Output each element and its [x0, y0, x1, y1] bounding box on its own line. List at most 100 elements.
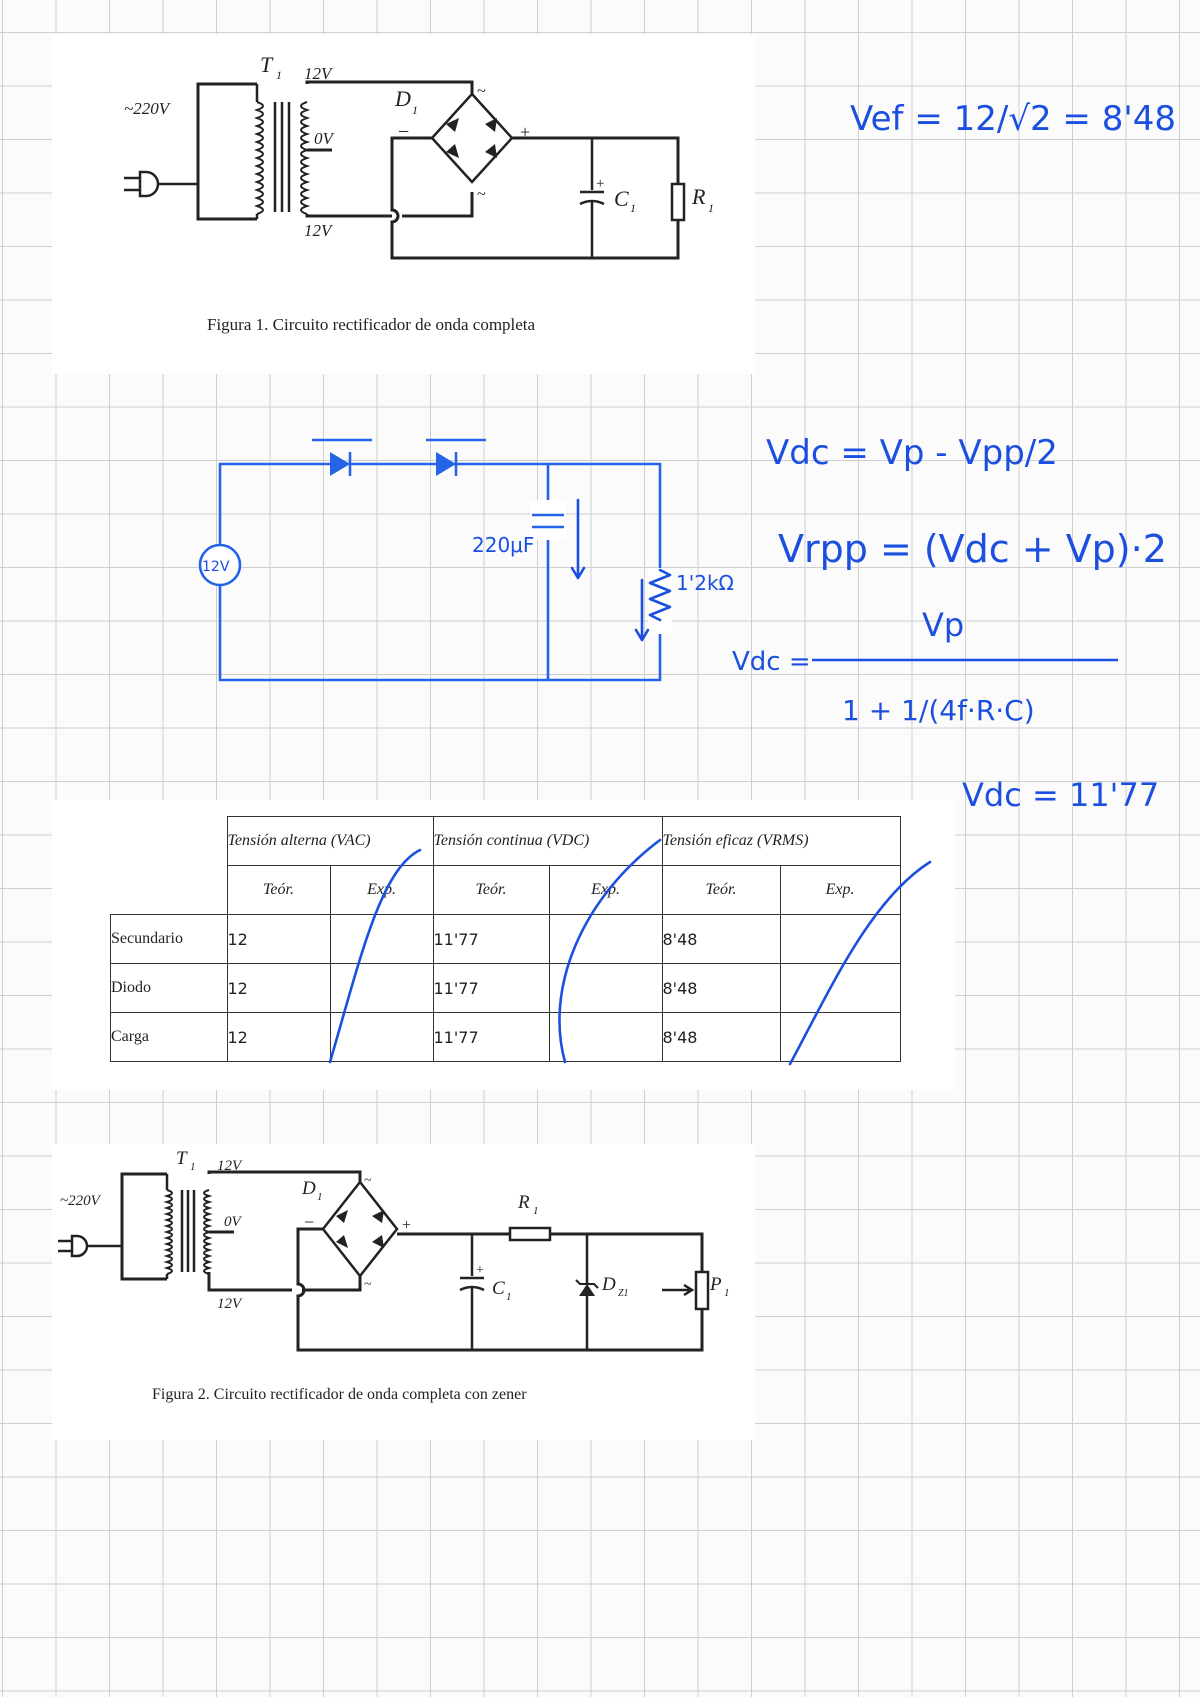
table-header-row: Tensión alterna (VAC) Tensión continua (… — [111, 816, 901, 866]
cell-ac-teor: 12 — [226, 1012, 331, 1062]
sec-bot-label: 12V — [304, 221, 334, 240]
row-label: Diodo — [110, 963, 228, 1013]
res-label-2: R — [517, 1192, 530, 1213]
transformer-sub-2: 1 — [190, 1161, 196, 1173]
cell-dc-teor: 11'77 — [432, 963, 550, 1013]
subheader-dc-exp: Exp. — [548, 865, 663, 915]
ac-in-top-label-2: ~ — [364, 1173, 372, 1188]
figure-2-panel: ~220V T 1 12V 0V 12V D 1 ~ ~ + − R 1 — [52, 1144, 755, 1440]
figure-1-panel: ~220V T 1 12V 0V 12V D 1 ~ ~ + − — [52, 34, 755, 374]
subheader-ac-teor: Teór. — [226, 865, 331, 915]
table-row: Carga 12 11'77 8'48 — [110, 1012, 901, 1062]
sec-bot-label-2: 12V — [217, 1296, 243, 1312]
subheader-ac-exp: Exp. — [329, 865, 434, 915]
row-label: Secundario — [110, 914, 228, 964]
ac-in-bot-label-2: ~ — [364, 1277, 372, 1292]
plus-label: + — [520, 122, 530, 142]
cell-ac-teor: 12 — [226, 963, 331, 1013]
resistor-r1 — [670, 182, 686, 222]
sketch-circuit — [198, 438, 672, 682]
cell-dc-exp — [548, 1012, 663, 1062]
sketch-res-label: 1'2kΩ — [676, 571, 734, 595]
note-vdc-numerator: Vp — [922, 606, 964, 644]
header-ac: Tensión alterna (VAC) — [226, 816, 434, 866]
note-vdc-denominator: 1 + 1/(4f·R·C) — [842, 694, 1035, 727]
cell-rms-teor: 8'48 — [661, 914, 781, 964]
bridge-rectifier — [430, 92, 514, 184]
svg-text:+: + — [476, 1263, 484, 1278]
zener-label: D — [601, 1274, 616, 1295]
cell-rms-teor: 8'48 — [661, 1012, 781, 1062]
diode-sub: 1 — [412, 103, 418, 117]
cell-rms-exp — [779, 963, 901, 1013]
plus-label-2: + — [402, 1217, 411, 1234]
pot-label: P — [709, 1274, 722, 1295]
resistor-r1 — [508, 1226, 552, 1242]
transformer — [253, 84, 311, 219]
diode-label-2: D — [301, 1178, 316, 1199]
potentiometer-p1 — [694, 1270, 710, 1311]
zener-sub: Z1 — [618, 1288, 629, 1299]
bridge-rectifier — [321, 1179, 399, 1279]
note-vdc-result: Vdc = 11'77 — [962, 776, 1159, 814]
header-dc: Tensión continua (VDC) — [432, 816, 663, 866]
note-vdc-label: Vdc = — [732, 647, 811, 677]
subheader-rms-exp: Exp. — [779, 865, 901, 915]
plug-icon — [58, 1234, 122, 1258]
subheader-dc-teor: Teór. — [432, 865, 550, 915]
cell-dc-teor: 11'77 — [432, 1012, 550, 1062]
mains-label-2: ~220V — [60, 1193, 102, 1209]
zener-diode — [575, 1234, 599, 1350]
capacitor-c1: + — [579, 138, 605, 258]
cell-ac-exp — [329, 963, 434, 1013]
table-row: Secundario 12 11'77 8'48 — [110, 914, 901, 964]
transformer-sub: 1 — [276, 68, 282, 82]
sec-mid-label: 0V — [314, 129, 336, 148]
figure-2-caption: Figura 2. Circuito rectificador de onda … — [152, 1386, 527, 1403]
note-vrpp-formula: Vrpp = (Vdc + Vp)·2 — [778, 527, 1167, 571]
transformer-label-2: T — [176, 1148, 188, 1169]
diode-label: D — [394, 86, 411, 111]
sec-mid-label-2: 0V — [224, 1214, 243, 1230]
cap-sub-2: 1 — [506, 1291, 512, 1303]
cell-rms-exp — [779, 914, 901, 964]
mains-label: ~220V — [124, 99, 172, 118]
res-label: R — [691, 184, 706, 209]
minus-label: − — [398, 121, 409, 143]
sec-top-label: 12V — [304, 64, 334, 83]
measurement-table: Tensión alterna (VAC) Tensión continua (… — [110, 816, 901, 1062]
sec-top-label-2: 12V — [217, 1158, 243, 1174]
note-vef: Vef = 12/√2 = 8'48 — [850, 99, 1176, 139]
pot-sub: 1 — [724, 1287, 730, 1299]
cell-dc-teor: 11'77 — [432, 914, 550, 964]
diode-sub-2: 1 — [317, 1191, 323, 1203]
ac-in-top-label: ~ — [477, 83, 486, 100]
cap-label: C — [614, 186, 629, 211]
cell-dc-exp — [548, 914, 663, 964]
empty-corner — [111, 817, 228, 866]
figure-2-circuit: ~220V T 1 12V 0V 12V D 1 ~ ~ + − R 1 — [58, 1148, 730, 1403]
cell-dc-exp — [548, 963, 663, 1013]
wiper-arrow-icon — [662, 1283, 695, 1297]
figure-1-circuit: ~220V T 1 12V 0V 12V D 1 ~ ~ + − — [124, 52, 714, 334]
cap-label-2: C — [492, 1278, 505, 1299]
transformer-label: T — [260, 52, 274, 77]
subheader-rms-teor: Teór. — [661, 865, 781, 915]
minus-label-2: − — [304, 1212, 314, 1232]
svg-text:+: + — [596, 176, 604, 192]
table-row: Diodo 12 11'77 8'48 — [110, 963, 901, 1013]
table-subheader-row: Teór. Exp. Teór. Exp. Teór. Exp. — [110, 865, 901, 915]
capacitor-c1: + — [459, 1234, 485, 1350]
ac-in-bot-label: ~ — [477, 186, 486, 203]
header-rms: Tensión eficaz (VRMS) — [661, 816, 901, 866]
transformer — [163, 1174, 213, 1279]
figure-1-caption: Figura 1. Circuito rectificador de onda … — [207, 315, 536, 334]
cell-ac-exp — [329, 1012, 434, 1062]
cell-ac-teor: 12 — [226, 914, 331, 964]
cap-sub: 1 — [630, 201, 636, 215]
res-sub: 1 — [708, 201, 714, 215]
sketch-cap-label: 220μF — [472, 533, 534, 557]
sketch-source-label: 12V — [202, 559, 230, 575]
note-vdc-formula: Vdc = Vp - Vpp/2 — [766, 433, 1058, 473]
